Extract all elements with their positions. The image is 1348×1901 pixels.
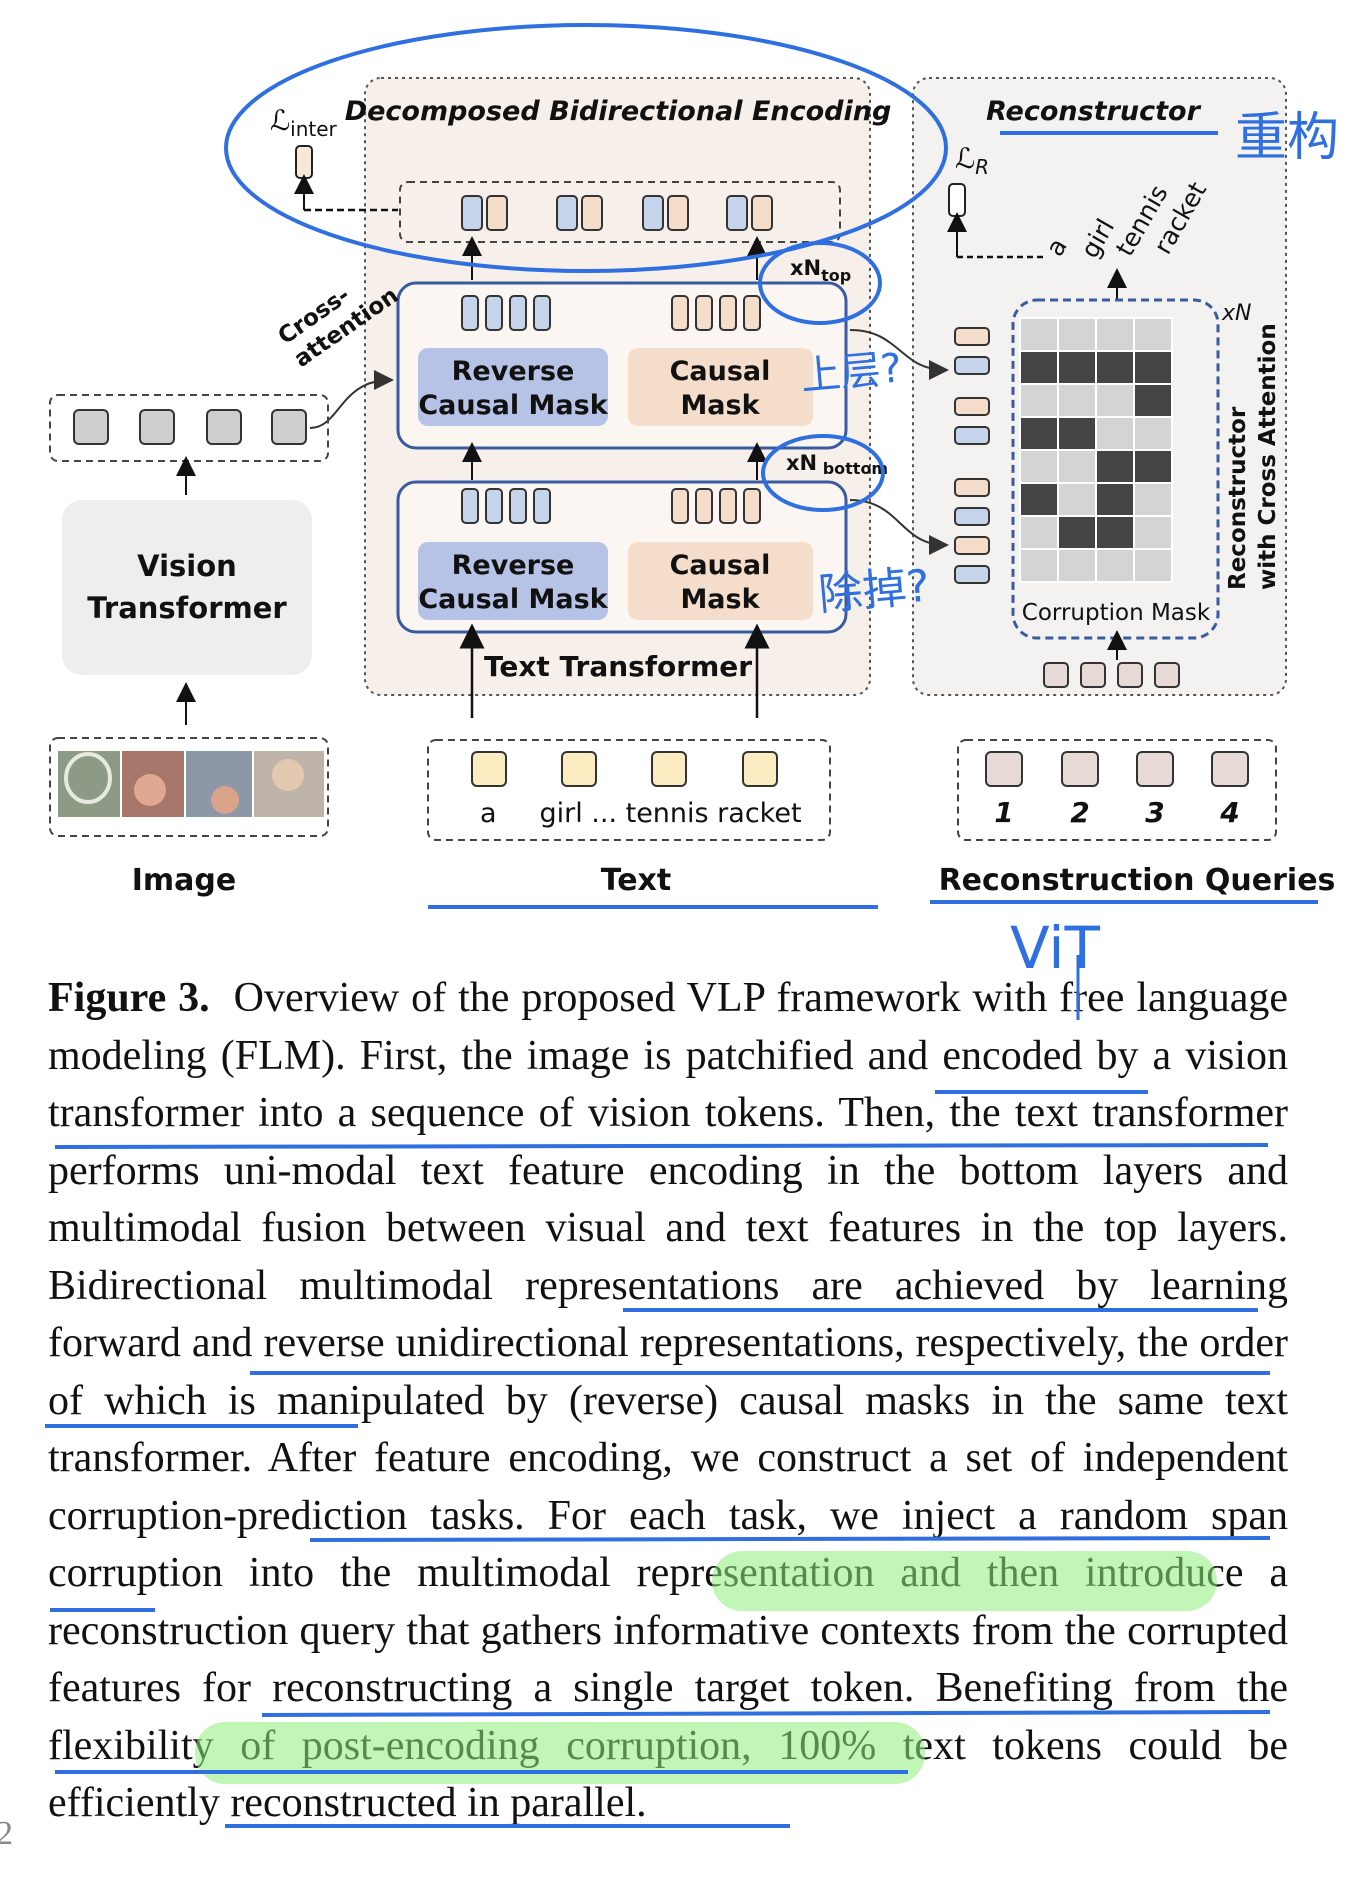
vision-transformer-label: Vision	[137, 549, 237, 583]
caption-label: Figure 3.	[48, 975, 210, 1021]
face-shape	[211, 786, 239, 814]
query-id: 1	[994, 796, 1013, 829]
mask-cell	[1095, 317, 1135, 352]
text-transformer-label: Text Transformer	[484, 650, 752, 683]
reverse-mask-label: Causal Mask	[418, 390, 608, 421]
mask-cell	[1019, 482, 1059, 517]
query-id: 4	[1219, 796, 1239, 829]
page-number: 2	[0, 1815, 13, 1852]
causal-mask-bottom	[628, 542, 813, 620]
mask-cell	[1133, 350, 1173, 385]
vision-token-strip	[49, 394, 329, 462]
mask-cell	[1019, 449, 1059, 484]
mask-cell	[1057, 383, 1097, 418]
loss-r-token	[948, 183, 966, 217]
face-shape	[134, 774, 166, 806]
reverse-mask-label: Reverse	[452, 356, 575, 387]
mask-cell	[1019, 515, 1059, 550]
mask-cell	[1057, 548, 1097, 583]
figure-caption: Figure 3. Overview of the proposed VLP f…	[48, 970, 1288, 1833]
query-strip	[957, 739, 1277, 841]
loss-inter-token	[295, 145, 313, 179]
text-tokens	[471, 751, 778, 787]
causal-mask-label: Causal	[670, 550, 771, 581]
causal-mask-label: Causal	[670, 356, 771, 387]
causal-mask-label: Mask	[680, 390, 760, 421]
caption-text: Overview of the proposed VLP framework w…	[48, 975, 1288, 1826]
mask-cell	[1095, 548, 1135, 583]
mask-cell	[1095, 515, 1135, 550]
reconstructor-input-tokens	[954, 327, 990, 584]
image-label: Image	[132, 863, 237, 898]
loss-inter-label: ℒinter	[270, 104, 338, 141]
dbe-title: Decomposed Bidirectional Encoding	[345, 96, 892, 127]
mask-cell	[1133, 416, 1173, 451]
loss-r-label: ℒR	[955, 142, 989, 179]
mask-cell	[1095, 416, 1135, 451]
mask-cell	[1095, 482, 1135, 517]
image-patch-strip	[49, 737, 329, 837]
mask-cell	[1133, 482, 1173, 517]
query-id: 2	[1070, 796, 1089, 829]
text-token-strip	[427, 739, 831, 841]
mask-cell	[1133, 515, 1173, 550]
causal-mask-label: Mask	[680, 584, 760, 615]
corruption-mask-label: Corruption Mask	[1022, 600, 1211, 626]
xn-label: xN	[1221, 301, 1251, 326]
vision-tokens	[73, 409, 307, 445]
tennis-racket-shape	[64, 752, 112, 804]
architecture-figure: Decomposed Bidirectional Encoding Recons…	[49, 77, 1336, 898]
vision-transformer-box	[62, 500, 312, 675]
mask-cell	[1057, 350, 1097, 385]
reverse-mask-label: Reverse	[452, 550, 575, 581]
mask-cell	[1057, 317, 1097, 352]
mask-cell	[1057, 482, 1097, 517]
reverse-mask-label: Causal Mask	[418, 584, 608, 615]
mask-cell	[1095, 383, 1135, 418]
bottom-token-row	[461, 488, 761, 524]
reverse-causal-mask-bottom	[418, 542, 608, 620]
reconstructor-query-tokens	[1043, 662, 1180, 688]
mask-cell	[1133, 317, 1173, 352]
mask-cell	[1133, 449, 1173, 484]
image-patches	[58, 751, 324, 817]
top-token-row	[461, 295, 761, 331]
mask-cell	[1019, 383, 1059, 418]
query-id: 3	[1145, 796, 1164, 829]
text-token-words: a girl ... tennis racket	[480, 798, 802, 829]
mask-cell	[1095, 350, 1135, 385]
query-tokens	[985, 751, 1249, 787]
mask-cell	[1019, 416, 1059, 451]
face-shape	[272, 759, 304, 791]
mask-cell	[1057, 416, 1097, 451]
mask-cell	[1019, 350, 1059, 385]
mask-cell	[1019, 317, 1059, 352]
text-label: Text	[601, 863, 672, 898]
causal-mask-top	[628, 348, 813, 426]
vision-transformer-label: Transformer	[87, 591, 287, 625]
reconstructor-title: Reconstructor	[986, 96, 1202, 127]
corruption-mask-grid	[1019, 317, 1173, 583]
queries-label: Reconstruction Queries	[939, 863, 1336, 898]
mask-cell	[1057, 515, 1097, 550]
mask-cell	[1019, 548, 1059, 583]
mask-cell	[1133, 383, 1173, 418]
mask-cell	[1057, 449, 1097, 484]
mask-cell	[1133, 548, 1173, 583]
reverse-causal-mask-top	[418, 348, 608, 426]
mask-cell	[1095, 449, 1135, 484]
